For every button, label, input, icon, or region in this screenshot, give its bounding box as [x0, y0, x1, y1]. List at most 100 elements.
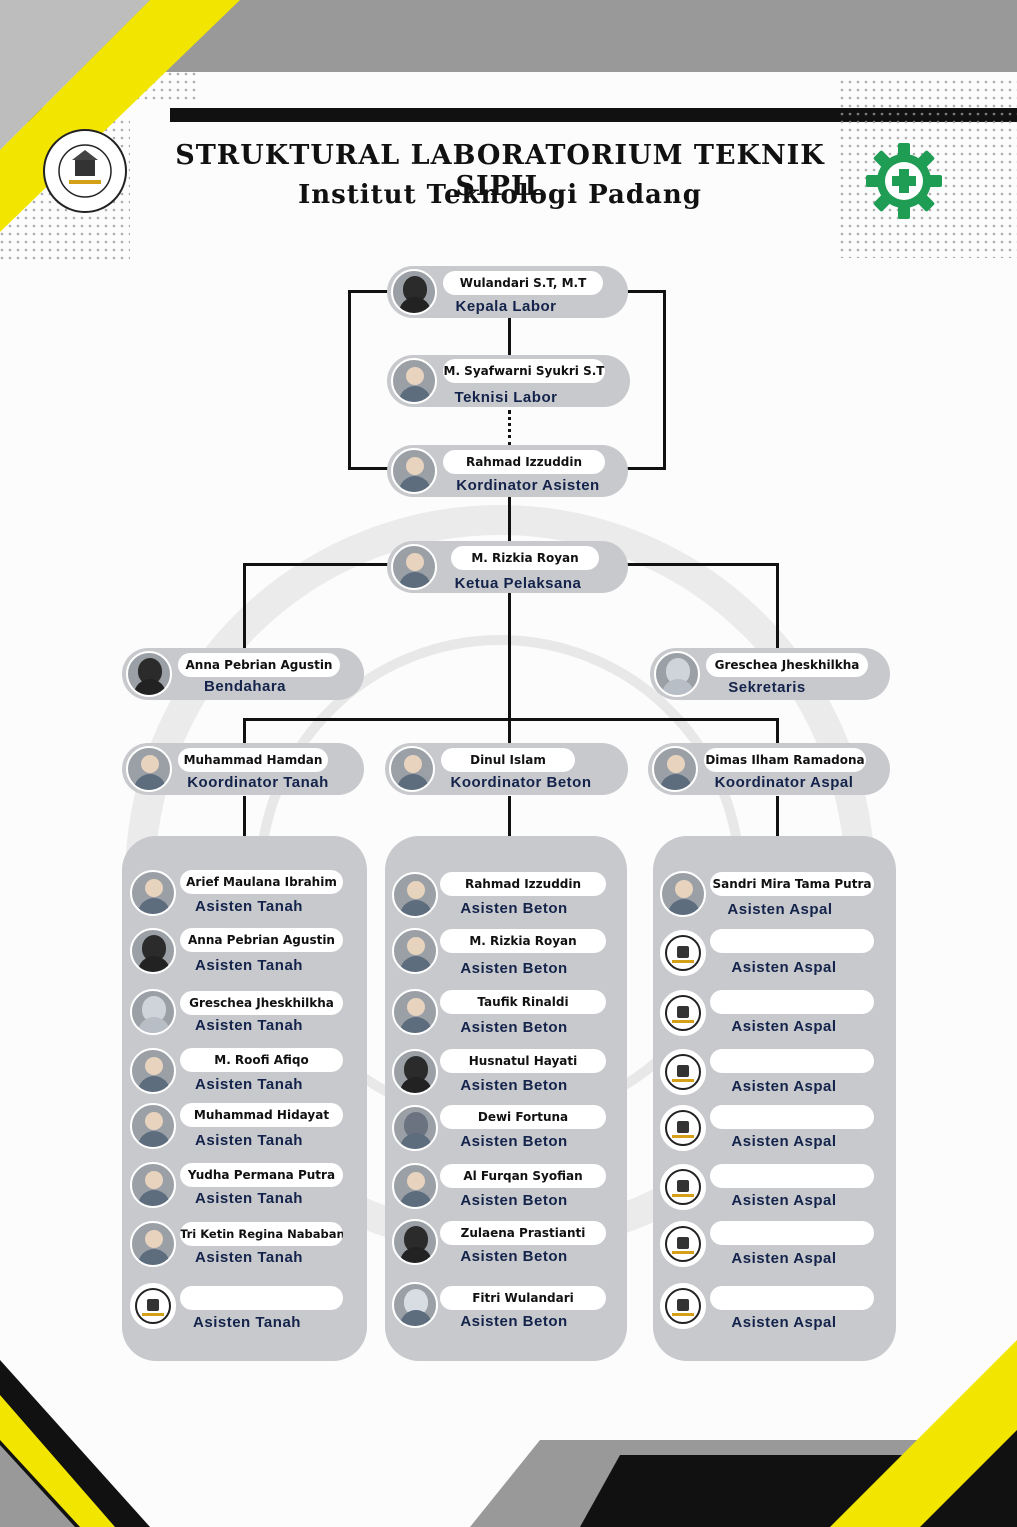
list-item: Al Furqan Syofian Asisten Beton — [388, 1160, 618, 1212]
connector — [243, 563, 246, 651]
avatar — [392, 1163, 438, 1209]
member-name: Wulandari S.T, M.T — [443, 271, 603, 295]
member-role: Koordinator Tanah — [187, 774, 329, 791]
connector — [776, 563, 779, 651]
lab-logo-avatar — [660, 990, 706, 1036]
list-item: Greschea Jheskhilkha Asisten Tanah — [126, 986, 356, 1038]
member-name: Muhammad Hidayat — [180, 1103, 343, 1127]
list-item: M. Rizkia Royan Asisten Beton — [388, 925, 618, 977]
member-name: Al Furqan Syofian — [440, 1164, 606, 1188]
member-name: M. Roofi Afiqo — [180, 1048, 343, 1072]
avatar — [652, 746, 698, 792]
member-role: Asisten Aspal — [731, 1018, 837, 1035]
member-role: Asisten Tanah — [195, 1076, 303, 1093]
member-role: Asisten Aspal — [727, 901, 833, 918]
list-item: Asisten Aspal — [656, 1218, 886, 1270]
member-name — [180, 1286, 343, 1310]
list-item: Arief Maulana Ibrahim Asisten Tanah — [126, 867, 356, 919]
lab-logo-avatar — [660, 1049, 706, 1095]
member-role: Asisten Aspal — [731, 959, 837, 976]
member-name — [710, 1221, 874, 1245]
list-item: Asisten Aspal — [656, 1046, 886, 1098]
gray-diagonal-top — [0, 0, 150, 150]
list-item: Sandri Mira Tama Putra Asisten Aspal — [656, 868, 886, 920]
member-role: Asisten Tanah — [193, 1314, 301, 1331]
avatar — [392, 872, 438, 918]
dot-pattern-right — [840, 78, 1017, 258]
member-name: Rahmad Izzuddin — [443, 450, 605, 474]
member-role: Asisten Beton — [460, 900, 568, 917]
member-role: Asisten Tanah — [195, 957, 303, 974]
list-item: Tri Ketin Regina Nababan Asisten Tanah — [126, 1218, 356, 1270]
lab-logo-avatar — [660, 930, 706, 976]
member-name — [710, 1164, 874, 1188]
card-sekretaris: Greschea Jheskhilkha Sekretaris — [650, 648, 890, 700]
avatar — [391, 358, 437, 404]
connector — [508, 318, 511, 356]
member-role: Asisten Beton — [460, 1019, 568, 1036]
bottom-left-yellow — [0, 1395, 115, 1527]
list-item: Dewi Fortuna Asisten Beton — [388, 1102, 618, 1154]
member-name: Fitri Wulandari — [440, 1286, 606, 1310]
panel-asisten-aspal — [653, 836, 896, 1361]
page-title: STRUKTURAL LABORATORIUM TEKNIK SIPIL — [175, 140, 825, 202]
member-name: Anna Pebrian Agustin — [178, 653, 340, 677]
lab-logo-avatar — [660, 1283, 706, 1329]
member-role: Kepala Labor — [455, 298, 557, 315]
bottom-left-gray — [0, 1445, 75, 1527]
member-role: Asisten Beton — [460, 960, 568, 977]
connector — [508, 496, 511, 544]
connector — [776, 718, 779, 744]
card-kepala-labor: Wulandari S.T, M.T Kepala Labor — [387, 266, 628, 318]
lab-logo-avatar — [660, 1164, 706, 1210]
list-item: Zulaena Prastianti Asisten Beton — [388, 1216, 618, 1268]
member-name: Arief Maulana Ibrahim — [180, 870, 343, 894]
member-name: Greschea Jheskhilkha — [180, 991, 343, 1015]
avatar — [130, 1103, 176, 1149]
connector — [663, 290, 666, 470]
top-black-band — [170, 108, 1017, 122]
member-name: Muhammad Hamdan — [178, 748, 328, 772]
connector — [243, 796, 246, 838]
member-name: Dimas Ilham Ramadona — [704, 748, 866, 772]
card-kordinator-asisten: Rahmad Izzuddin Kordinator Asisten — [387, 445, 628, 497]
card-bendahara: Anna Pebrian Agustin Bendahara — [122, 648, 364, 700]
list-item: Asisten Aspal — [656, 1102, 886, 1154]
bottom-left-black — [0, 1360, 150, 1527]
list-item: Asisten Aspal — [656, 927, 886, 979]
member-name: Dinul Islam — [441, 748, 575, 772]
member-role: Ketua Pelaksana — [454, 575, 582, 592]
member-role: Bendahara — [203, 678, 287, 695]
member-role: Asisten Aspal — [731, 1192, 837, 1209]
member-role: Asisten Tanah — [195, 1017, 303, 1034]
member-name: Anna Pebrian Agustin — [180, 928, 343, 952]
member-role: Asisten Aspal — [731, 1133, 837, 1150]
avatar — [130, 989, 176, 1035]
member-role: Asisten Tanah — [195, 898, 303, 915]
member-role: Asisten Beton — [460, 1248, 568, 1265]
card-koordinator-tanah: Muhammad Hamdan Koordinator Tanah — [122, 743, 364, 795]
member-role: Asisten Tanah — [195, 1249, 303, 1266]
member-role: Kordinator Asisten — [456, 477, 600, 494]
member-name — [710, 929, 874, 953]
lab-logo-avatar — [660, 1105, 706, 1151]
member-name — [710, 1286, 874, 1310]
list-item: Asisten Aspal — [656, 1161, 886, 1213]
avatar — [389, 746, 435, 792]
dotted-connector — [508, 410, 511, 446]
connector — [348, 290, 390, 293]
avatar — [391, 448, 437, 494]
page-subtitle: Institut Teknologi Padang — [298, 180, 702, 210]
member-role: Asisten Beton — [460, 1192, 568, 1209]
member-name — [710, 1105, 874, 1129]
member-name: Taufik Rinaldi — [440, 990, 606, 1014]
avatar — [660, 871, 706, 917]
member-name: M. Syafwarni Syukri S.T — [443, 359, 605, 383]
avatar — [392, 928, 438, 974]
member-role: Asisten Aspal — [731, 1078, 837, 1095]
list-item: Yudha Permana Putra Asisten Tanah — [126, 1159, 356, 1211]
list-item: Asisten Aspal — [656, 1280, 886, 1332]
list-item: Asisten Aspal — [656, 987, 886, 1039]
connector — [348, 290, 351, 470]
avatar — [126, 651, 172, 697]
